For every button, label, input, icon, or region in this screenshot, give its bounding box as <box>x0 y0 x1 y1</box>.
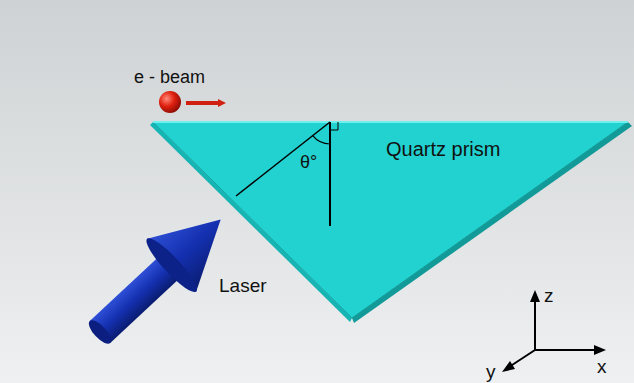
electron <box>159 91 181 113</box>
axis-label: x <box>597 357 607 378</box>
quartz-prism: Quartz prism <box>150 116 634 328</box>
laser-label: Laser <box>219 276 267 297</box>
beam-arrow <box>186 101 222 105</box>
angle-label: θ° <box>300 153 317 173</box>
axes <box>502 290 606 372</box>
beam-label: e - beam <box>134 68 205 88</box>
axis-label: z <box>544 286 554 307</box>
axis-label: y <box>486 362 496 383</box>
prism-label: Quartz prism <box>386 138 500 160</box>
